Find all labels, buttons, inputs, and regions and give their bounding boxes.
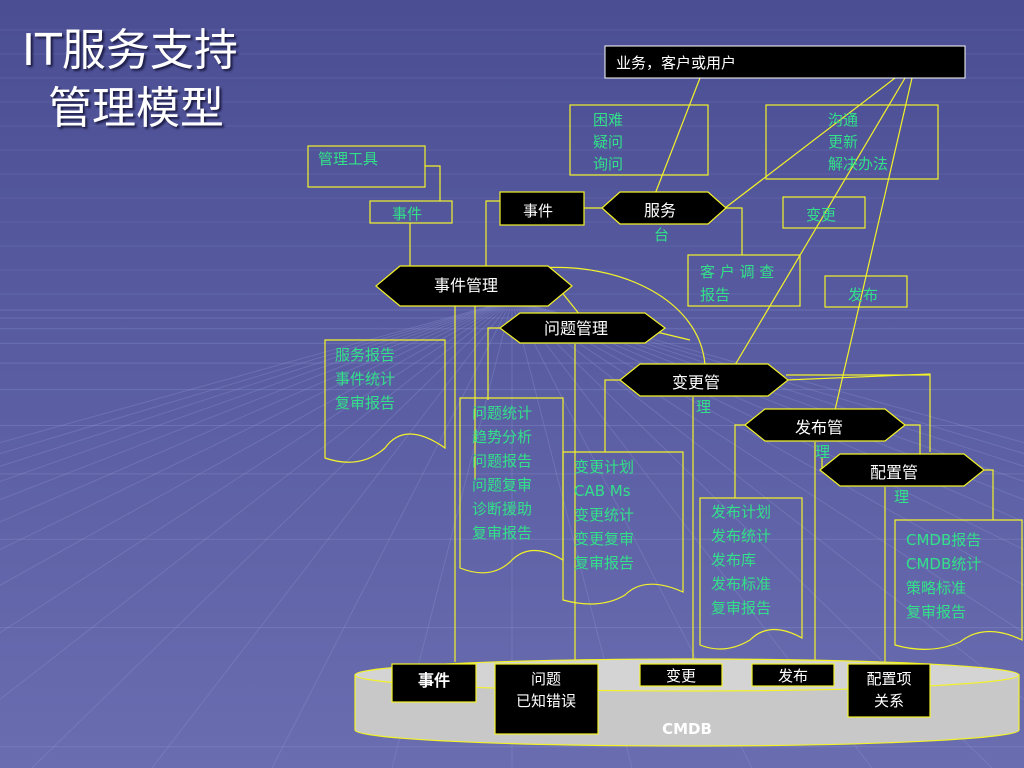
problem-doc-5: 诊断援助 bbox=[472, 500, 532, 518]
config-docs: CMDB报告 CMDB统计 策略标准 复审报告 bbox=[906, 531, 981, 621]
release-doc-3: 发布库 bbox=[711, 551, 756, 569]
incident-box: 事件 bbox=[499, 191, 585, 226]
cmdb-items: 事件 问题 已知错误 变更 发布 配置项 关系 bbox=[391, 663, 931, 735]
change-doc-2: CAB Ms bbox=[574, 482, 631, 500]
release-management-line-2: 理 bbox=[815, 443, 830, 461]
problem-doc-2: 趋势分析 bbox=[472, 428, 532, 446]
customer-bar: 业务，客户或用户 bbox=[604, 45, 966, 79]
document-shapes bbox=[324, 339, 1023, 650]
tools-label: 管理工具 bbox=[318, 150, 378, 168]
survey-line-2: 报告 bbox=[700, 286, 730, 304]
difficulty-line-3: 询问 bbox=[593, 155, 623, 173]
difficulty-line-2: 疑问 bbox=[593, 133, 623, 151]
incident-management-hexagon: 事件管理 bbox=[375, 265, 573, 307]
cmdb-config-line-1: 配置项 bbox=[866, 670, 911, 688]
change-small-box: 变更 bbox=[782, 196, 866, 229]
survey-line-1: 客 户 调 查 bbox=[700, 263, 774, 281]
change-management-hexagon: 变更管 理 bbox=[619, 363, 789, 416]
incident-small-label: 事件 bbox=[392, 205, 422, 223]
svg-text:困难 疑问 询问: 困难 疑问 询问 bbox=[593, 111, 628, 173]
cmdb-label: CMDB bbox=[662, 720, 712, 738]
problem-doc-4: 问题复审 bbox=[472, 476, 532, 494]
release-docs: 发布计划 发布统计 发布库 发布标准 复审报告 bbox=[711, 503, 771, 617]
release-doc-5: 复审报告 bbox=[711, 599, 771, 617]
release-doc-4: 发布标准 bbox=[711, 575, 771, 593]
release-small-label: 发布 bbox=[848, 286, 878, 304]
cmdb-problem-line-1: 问题 bbox=[531, 670, 561, 688]
communication-line-3: 解决办法 bbox=[828, 155, 888, 173]
incident-small-box: 事件 bbox=[369, 200, 453, 224]
difficulty-box: 困难 疑问 询问 bbox=[569, 104, 709, 176]
incident-doc-1: 服务报告 bbox=[335, 346, 395, 364]
svg-text:客 户 调 查 报告: 客 户 调 查 报告 bbox=[700, 263, 779, 304]
problem-doc-3: 问题报告 bbox=[472, 452, 532, 470]
release-small-box: 发布 bbox=[824, 275, 908, 308]
incident-doc-3: 复审报告 bbox=[335, 394, 395, 412]
cmdb-change: 变更 bbox=[666, 667, 696, 685]
release-management-line-1: 发布管 bbox=[795, 418, 843, 437]
problem-management-label: 问题管理 bbox=[544, 319, 608, 338]
page-title: IT服务支持 管理模型 bbox=[22, 22, 238, 138]
incident-doc-2: 事件统计 bbox=[335, 370, 395, 388]
cmdb-release: 发布 bbox=[778, 667, 808, 685]
problem-doc-1: 问题统计 bbox=[472, 404, 532, 422]
service-desk-hexagon: 服务 台 bbox=[601, 191, 727, 244]
communication-line-2: 更新 bbox=[828, 133, 858, 151]
cmdb-incident: 事件 bbox=[418, 671, 450, 690]
change-doc-3: 变更统计 bbox=[574, 506, 634, 524]
problem-management-hexagon: 问题管理 bbox=[499, 312, 666, 344]
communication-line-1: 沟通 bbox=[828, 111, 858, 129]
difficulty-line-1: 困难 bbox=[593, 111, 623, 129]
problem-doc-6: 复审报告 bbox=[472, 524, 532, 542]
change-doc-5: 复审报告 bbox=[574, 554, 634, 572]
cmdb-config-line-2: 关系 bbox=[874, 692, 904, 710]
config-doc-4: 复审报告 bbox=[906, 603, 966, 621]
problem-docs: 问题统计 趋势分析 问题报告 问题复审 诊断援助 复审报告 bbox=[472, 404, 532, 542]
change-doc-1: 变更计划 bbox=[574, 458, 634, 476]
change-small-label: 变更 bbox=[806, 206, 836, 224]
release-management-hexagon: 发布管 理 bbox=[744, 408, 906, 461]
change-docs: 变更计划 CAB Ms 变更统计 变更复审 复审报告 bbox=[574, 458, 634, 572]
incident-docs: 服务报告 事件统计 复审报告 bbox=[335, 346, 395, 412]
config-doc-3: 策略标准 bbox=[906, 579, 966, 597]
config-doc-2: CMDB统计 bbox=[906, 555, 981, 573]
change-management-line-2: 理 bbox=[696, 398, 711, 416]
tools-box: 管理工具 bbox=[307, 145, 426, 188]
page-title-line1: IT服务支持 bbox=[22, 25, 238, 76]
incident-box-label: 事件 bbox=[523, 202, 553, 220]
incident-management-label: 事件管理 bbox=[434, 276, 498, 295]
service-desk-line-1: 服务 bbox=[644, 201, 676, 220]
release-doc-2: 发布统计 bbox=[711, 527, 771, 545]
configuration-management-line-1: 配置管 bbox=[870, 463, 918, 482]
cmdb-problem-line-2: 已知错误 bbox=[516, 692, 576, 710]
change-management-line-1: 变更管 bbox=[672, 373, 720, 392]
survey-box: 客 户 调 查 报告 bbox=[687, 254, 801, 307]
configuration-management-hexagon: 配置管 理 bbox=[819, 453, 985, 506]
configuration-management-line-2: 理 bbox=[894, 488, 909, 506]
config-doc-1: CMDB报告 bbox=[906, 531, 981, 549]
svg-text:沟通 更新 解决办法: 沟通 更新 解决办法 bbox=[828, 111, 888, 173]
page-title-line2: 管理模型 bbox=[48, 83, 224, 134]
release-doc-1: 发布计划 bbox=[711, 503, 771, 521]
customer-bar-label: 业务，客户或用户 bbox=[616, 54, 736, 72]
service-desk-line-2: 台 bbox=[654, 226, 669, 244]
communication-box: 沟通 更新 解决办法 bbox=[765, 104, 939, 180]
change-doc-4: 变更复审 bbox=[574, 530, 634, 548]
